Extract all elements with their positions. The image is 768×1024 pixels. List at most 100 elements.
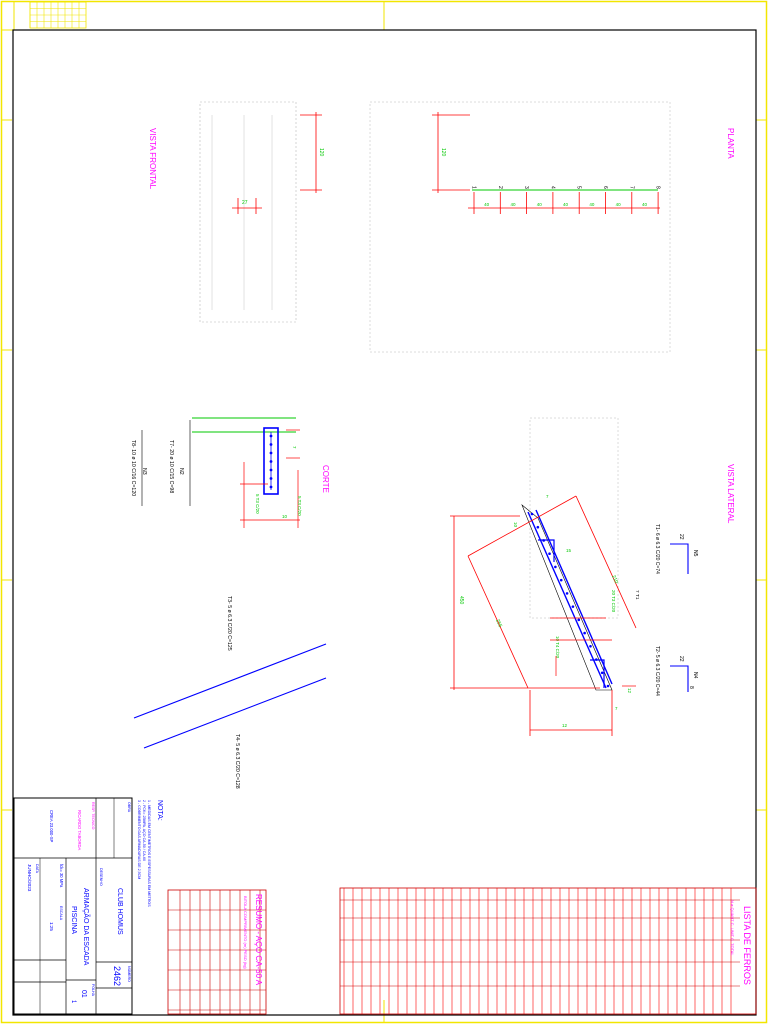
- tb-label-desenho: DESENHO: [99, 868, 103, 886]
- lista-title: LISTA DE FERROS: [742, 906, 752, 985]
- lateral-bar-b-dim2: 8: [688, 686, 694, 689]
- planta-spacing-label: 40: [537, 202, 543, 207]
- notes-line-3: 3 - COBRIMENTO DAS ARMADURAS DE 2,5CM: [137, 800, 141, 879]
- lateral-bar-b-num: N4: [692, 672, 698, 679]
- tb-job-number: 2462: [112, 966, 122, 986]
- vista-corte: CORTE T7- 20 ø 10 C/15 C=98 N2 T8- 10 ø …: [130, 417, 330, 528]
- loose-bar-top: T3- 5 ø 6.3 C/20 C=125: [226, 596, 232, 651]
- lateral-rebar-dot: [536, 525, 540, 529]
- tb-label-numero: NÚMERO: [127, 966, 132, 982]
- lateral-rebar-dot: [571, 605, 575, 608]
- corte-rebar-dot: [269, 443, 273, 446]
- lateral-rebar-dot: [606, 684, 610, 688]
- lateral-bar-b-dim: 22: [678, 656, 684, 662]
- lateral-bar-a-label: T1- 6 ø 6.3 C/20 C=74: [654, 524, 660, 574]
- notes-line-2: 2 - FCK= 25MPA, AÇO CA-50 / CA-60: [142, 800, 146, 861]
- planta-bar-number: 4: [549, 186, 555, 189]
- lateral-rebar-dot: [554, 565, 557, 569]
- corte-rebar-dot: [269, 468, 273, 472]
- planta-title: PLANTA: [726, 128, 735, 159]
- tb-project: ARMAÇÃO DA ESCADA: [82, 888, 91, 966]
- tb-fck: fck= 30 MPa: [59, 864, 64, 888]
- lateral-dim-small-1: 10: [513, 522, 518, 528]
- lateral-bar-a-num: N5: [692, 550, 698, 557]
- tb-client: CLUB HOMUS: [116, 888, 123, 935]
- lateral-dim-bot: 7: [615, 706, 618, 711]
- vista-lateral: VISTA LATERAL 450 255 210 20 T3 C/20 10 …: [450, 417, 735, 736]
- corte-rebar-dot: [269, 485, 273, 489]
- corte-dim-c: 10: [282, 514, 288, 519]
- vista-frontal: VISTA FRONTAL 120 27: [148, 101, 324, 323]
- tb-label-resp: RESP. TECNICO: [91, 802, 95, 830]
- corte-dim-a: 5 T3 C/20: [255, 494, 260, 514]
- lateral-dim-run-base: 12: [562, 723, 568, 728]
- planta-spacing-label: 40: [563, 202, 569, 207]
- corte-rebar-dot: [269, 434, 273, 438]
- title-block: OBRA CLUB HOMUS DESENHO ARMAÇÃO DA ESCAD…: [13, 797, 133, 1015]
- tb-label-escala: ESCALA: [59, 906, 63, 921]
- tb-sub: PISCINA: [70, 906, 77, 934]
- revision-grid: [29, 1, 87, 29]
- lateral-dim-small-3: 12: [627, 688, 632, 694]
- corte-title: CORTE: [321, 465, 330, 493]
- loose-bar-bottom: T4- 5 ø 6.3 C/20 C=128: [234, 734, 240, 789]
- tb-label-obra: OBRA: [127, 802, 131, 813]
- corte-rebar-dot: [269, 451, 273, 455]
- planta-bar-number: 2: [497, 186, 503, 189]
- lateral-dim-t1: 7 T1: [634, 590, 640, 600]
- tb-scale: 1:25: [49, 922, 54, 931]
- lateral-rebar-dot: [565, 592, 569, 595]
- planta-spacing-label: 40: [510, 202, 516, 207]
- lateral-rebar-dot: [589, 645, 592, 648]
- corte-callout-top: T7- 20 ø 10 C/15 C=98: [168, 440, 174, 493]
- lateral-dim-steps: 20 T3 C/20: [611, 590, 616, 613]
- notes-heading: NOTA:: [156, 800, 163, 821]
- planta-bar-number: 7: [628, 186, 634, 189]
- loose-bars: T3- 5 ø 6.3 C/20 C=125 T4- 5 ø 6.3 C/20 …: [133, 596, 327, 789]
- corte-rebar-dot: [269, 460, 273, 463]
- lateral-dim-steps-2: 10 T4 C/20: [555, 636, 560, 659]
- frontal-dim-width: 27: [242, 200, 248, 206]
- planta-spacing-label: 40: [642, 202, 648, 207]
- lateral-dim-top: 7: [546, 494, 549, 499]
- tb-sheet-total: 1: [70, 1000, 76, 1004]
- planta-spacing-label: 40: [589, 202, 595, 207]
- lateral-rebar-dot: [577, 618, 581, 622]
- corte-callout-bot-num: N3: [141, 468, 147, 475]
- notes-line-1: 1 - MEDIDAS EM CENTIMETROS E ESPESSURAS …: [147, 800, 151, 907]
- notes: NOTA: 1 - MEDIDAS EM CENTIMETROS E ESPES…: [137, 800, 163, 907]
- planta-spacing-label: 40: [484, 202, 490, 207]
- tb-label-data: DATA: [35, 864, 39, 874]
- lateral-title: VISTA LATERAL: [726, 464, 735, 524]
- tb-sheet: 01: [80, 990, 87, 998]
- tb-date: JUNHO/2023: [27, 864, 32, 892]
- lateral-rebar-dot: [559, 578, 563, 582]
- resumo-table: RESUMO - AÇO CA-50 A BITOLA COMPRIMENTO …: [167, 889, 267, 1015]
- planta-bar-number: 5: [576, 186, 582, 189]
- lateral-dim-small-2: 15: [566, 548, 572, 553]
- lateral-rebar-dot: [530, 512, 534, 516]
- drawing-border: [12, 29, 757, 1016]
- corte-dim-b: 5 T3 C/20: [297, 496, 302, 516]
- planta-bar-number: 6: [602, 186, 608, 189]
- lista-ferros-table: LISTA DE FERROS N ø QUANT C. UNIT C. TOT…: [339, 887, 757, 1015]
- frontal-dim-height: 120: [318, 148, 324, 157]
- planta-dim-height: 120: [440, 148, 446, 157]
- lista-header: N ø QUANT C. UNIT C. TOTAL: [730, 900, 735, 956]
- lateral-rebar-dot: [600, 671, 604, 675]
- planta-bar-number: 1: [471, 186, 477, 189]
- resumo-header: BITOLA COMPRIMENTO (m) PESO (kg): [243, 896, 248, 969]
- corte-callout-top-num: N2: [178, 468, 184, 475]
- planta-spacing-label: 40: [616, 202, 622, 207]
- lateral-bar-a-dim: 22: [678, 534, 684, 540]
- corte-rebar-dot: [269, 477, 273, 480]
- resumo-title: RESUMO - AÇO CA-50 A: [254, 894, 263, 986]
- lateral-dim-total: 450: [458, 596, 464, 605]
- lateral-dim-run: 210: [610, 574, 619, 584]
- lateral-rebar-dot: [548, 552, 551, 555]
- planta-bar-number: 8: [655, 186, 661, 189]
- planta-bar-number: 3: [523, 186, 529, 189]
- corte-dim-d: 7: [292, 446, 297, 449]
